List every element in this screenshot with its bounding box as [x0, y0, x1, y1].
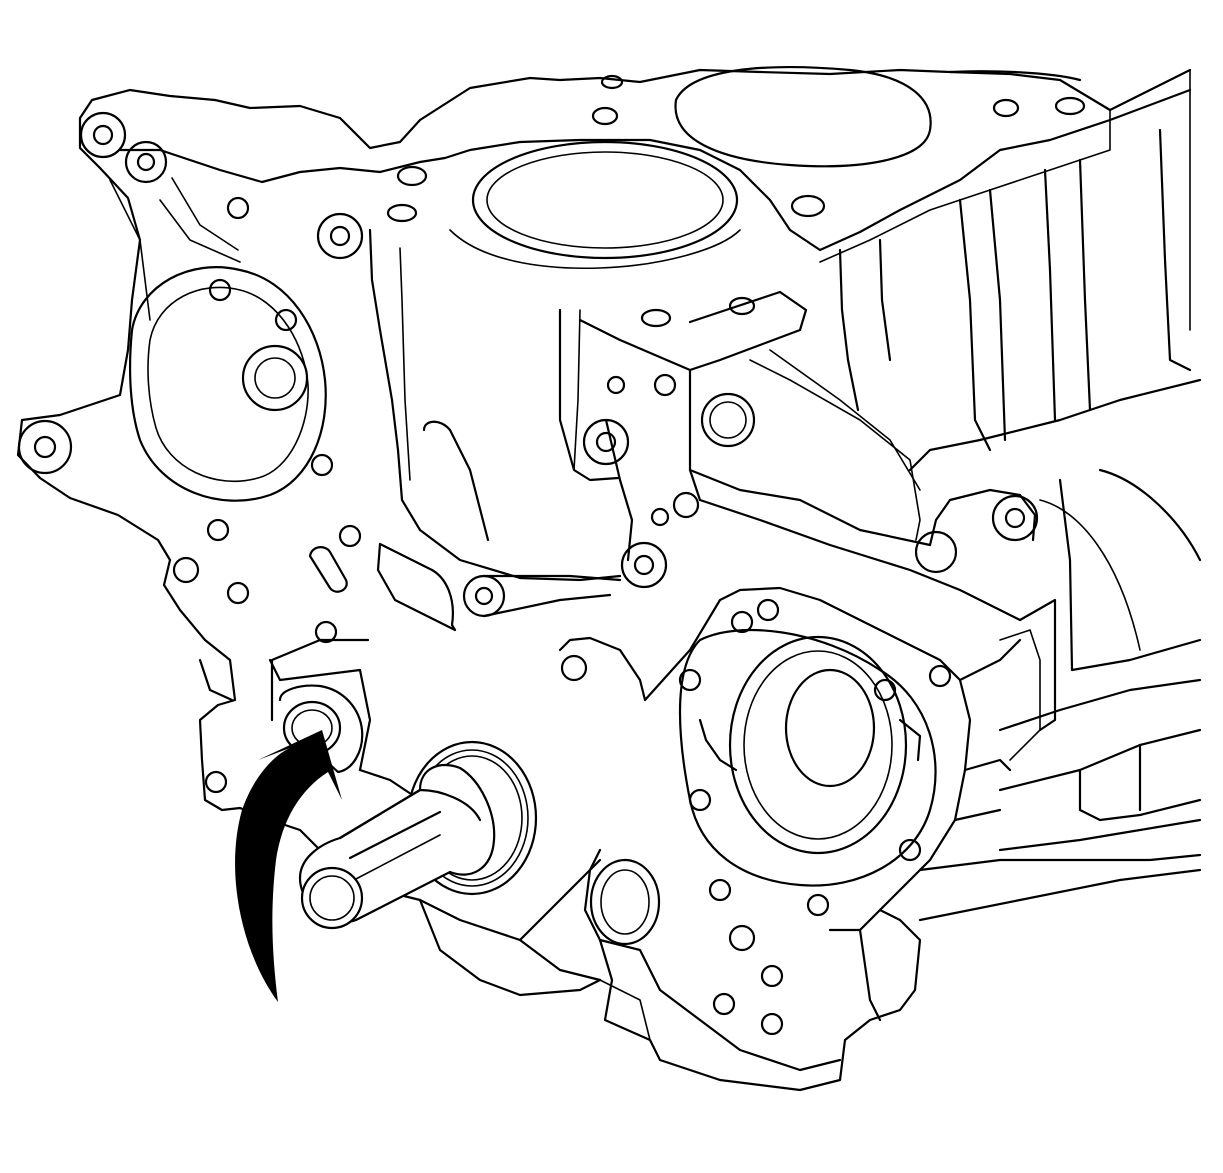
oil-pump-housing [558, 586, 1041, 1036]
block-deck [78, 66, 1192, 331]
front-bearing-web [578, 290, 1022, 622]
crankshaft-seal-assembly [298, 740, 538, 930]
front-cover-left [16, 111, 622, 812]
cylinder-skirt [368, 228, 622, 582]
install-direction-arrow [235, 730, 342, 1002]
block-side-ribs [838, 128, 1202, 922]
